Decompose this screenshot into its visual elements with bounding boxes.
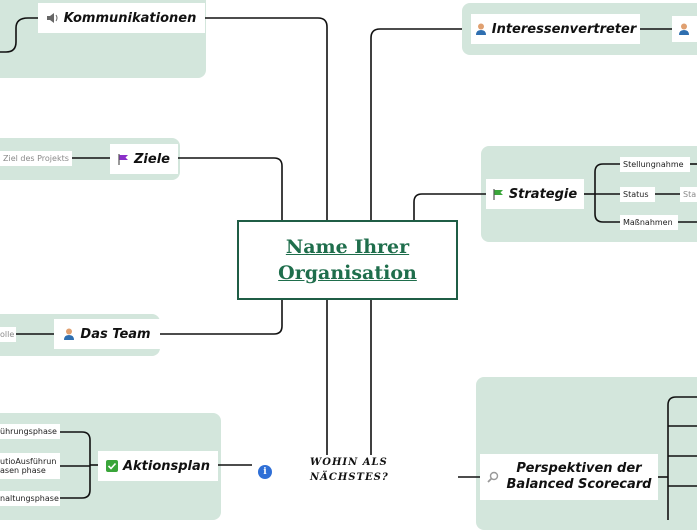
person-icon (475, 23, 487, 35)
speaker-icon (46, 13, 59, 23)
team-label: Das Team (80, 326, 151, 342)
central-title-line2: Organisation (278, 262, 417, 284)
checkbox-icon (105, 460, 118, 472)
team-node[interactable]: Das Team (54, 319, 160, 349)
flag-icon (493, 188, 504, 200)
ziele-child-ziel-des-projekts[interactable]: Ziel des Projekts (0, 151, 72, 166)
next-steps-label: WOHIN ALS NÄCHSTES? (310, 457, 389, 483)
perspektiven-label-line1: Perspektiven der (516, 461, 642, 476)
magnifier-icon (486, 471, 499, 483)
aktionsplan-child-2[interactable]: utioAusführun asen phase (0, 453, 60, 479)
team-child[interactable]: olle (0, 327, 16, 342)
interessenvertreter-node[interactable]: Interessenvertreter (471, 14, 640, 44)
central-topic[interactable]: Name Ihrer Organisation (237, 220, 458, 300)
perspektiven-node[interactable]: Perspektiven der Balanced Scorecard (480, 454, 658, 500)
strategie-label: Strategie (508, 186, 578, 202)
ziele-label: Ziele (134, 151, 170, 167)
aktionsplan-node[interactable]: Aktionsplan (98, 451, 218, 481)
kommunikationen-label: Kommunikationen (63, 10, 197, 26)
aktionsplan-child-1[interactable]: ührungsphase (0, 424, 60, 439)
strategie-child-massnahmen[interactable]: Maßnahmen (620, 215, 678, 230)
flag-icon (118, 153, 129, 165)
strategie-child-stellungnahme[interactable]: Stellungnahme (620, 157, 690, 172)
person-icon (63, 328, 75, 340)
strategie-child-status[interactable]: Status (620, 187, 655, 202)
person-icon (678, 23, 690, 35)
interessenvertreter-label: Interessenvertreter (491, 21, 637, 37)
info-icon[interactable]: i (258, 465, 272, 479)
strategie-node[interactable]: Strategie (486, 179, 584, 209)
central-title-line1: Name Ihrer (285, 236, 410, 258)
aktionsplan-child-3[interactable]: naltungsphase (0, 491, 60, 506)
ziele-node[interactable]: Ziele (110, 144, 178, 174)
aktionsplan-label: Aktionsplan (122, 458, 211, 474)
perspektiven-label-line2: Balanced Scorecard (506, 477, 652, 492)
kommunikationen-node[interactable]: Kommunikationen (38, 3, 205, 33)
strategie-status-child[interactable]: Sta (680, 187, 697, 202)
perspektiven-panel (476, 377, 697, 530)
interessenvertreter-child-node[interactable] (672, 16, 697, 42)
